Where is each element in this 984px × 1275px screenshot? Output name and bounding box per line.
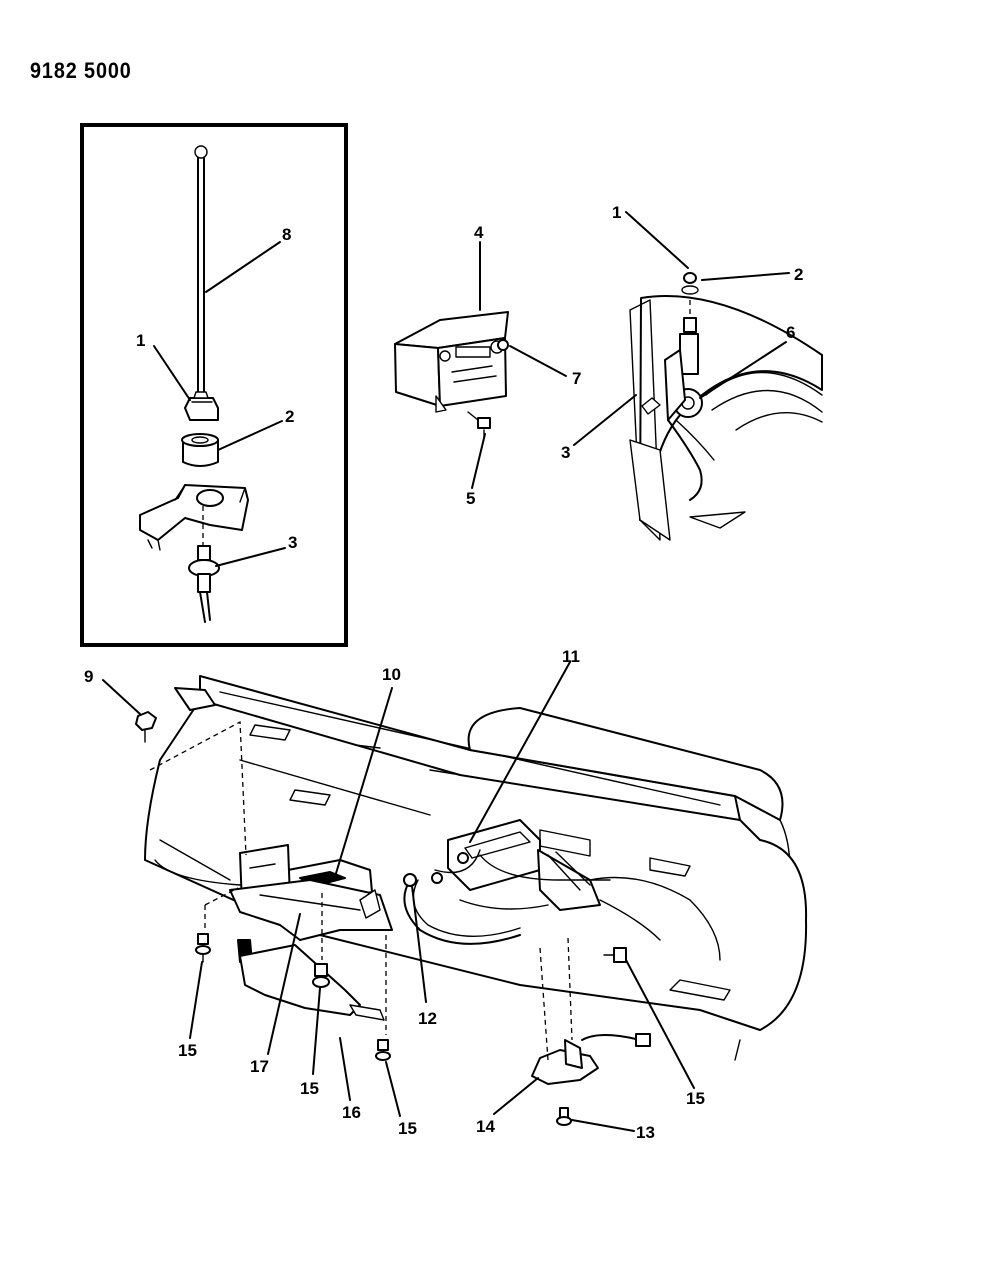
antenna-mast xyxy=(194,145,208,393)
callout-fender-3: 3 xyxy=(561,443,570,462)
callout-16: 16 xyxy=(342,1103,361,1122)
antenna-nut xyxy=(184,391,219,421)
screw-15-lower xyxy=(375,1039,391,1061)
callout-15-a: 15 xyxy=(178,1041,197,1060)
callout-fender-2: 2 xyxy=(794,265,803,284)
radio-leader-lines xyxy=(471,241,567,489)
antenna-inset-panel xyxy=(80,123,348,647)
callout-inset-1: 1 xyxy=(136,331,145,350)
callout-fender-1: 1 xyxy=(612,203,621,222)
panel-leader-lines xyxy=(102,661,695,1132)
inset-leader-lines xyxy=(153,241,286,567)
radio-receiver xyxy=(394,311,509,413)
callout-15-b: 15 xyxy=(300,1079,319,1098)
callout-inset-3: 3 xyxy=(288,533,297,552)
callout-fender-6: 6 xyxy=(786,323,795,342)
instrument-panel xyxy=(144,675,808,1061)
radio-mounting-screw xyxy=(467,411,491,439)
screw-13 xyxy=(556,1107,572,1126)
callout-radio-5: 5 xyxy=(466,489,475,508)
callout-12: 12 xyxy=(418,1009,437,1028)
callout-9: 9 xyxy=(84,667,93,686)
screw-15-left xyxy=(195,933,211,963)
callout-13: 13 xyxy=(636,1123,655,1142)
callout-15-d: 15 xyxy=(686,1089,705,1108)
callout-10: 10 xyxy=(382,665,401,684)
fender-antenna-mount xyxy=(641,272,715,501)
screw-9 xyxy=(135,711,157,743)
callout-radio-4: 4 xyxy=(474,223,484,242)
diagram-number: 9182 5000 xyxy=(30,58,132,83)
callout-inset-2: 2 xyxy=(285,407,294,426)
callout-14: 14 xyxy=(476,1117,495,1136)
fender-leader-lines xyxy=(573,211,790,446)
callout-17: 17 xyxy=(250,1057,269,1076)
antenna-base xyxy=(188,506,220,623)
screw-15-center xyxy=(312,963,330,988)
callout-11: 11 xyxy=(562,647,580,666)
callout-labels: 8 1 2 3 4 7 5 1 2 6 3 9 10 11 12 15 17 1… xyxy=(84,203,803,1142)
mounting-plate xyxy=(229,879,393,963)
callout-15-c: 15 xyxy=(398,1119,417,1138)
panel-screws xyxy=(135,711,627,1126)
antenna-adapter-ring xyxy=(181,433,219,467)
callout-inset-8: 8 xyxy=(282,225,291,244)
amplifier-cover xyxy=(239,944,385,1021)
screw-15-right xyxy=(603,947,627,963)
antenna-mounting-bracket xyxy=(139,484,249,551)
panel-dashed-guides xyxy=(149,720,387,1035)
antenna-cable-bracket xyxy=(531,937,651,1085)
callout-radio-7: 7 xyxy=(572,369,581,388)
